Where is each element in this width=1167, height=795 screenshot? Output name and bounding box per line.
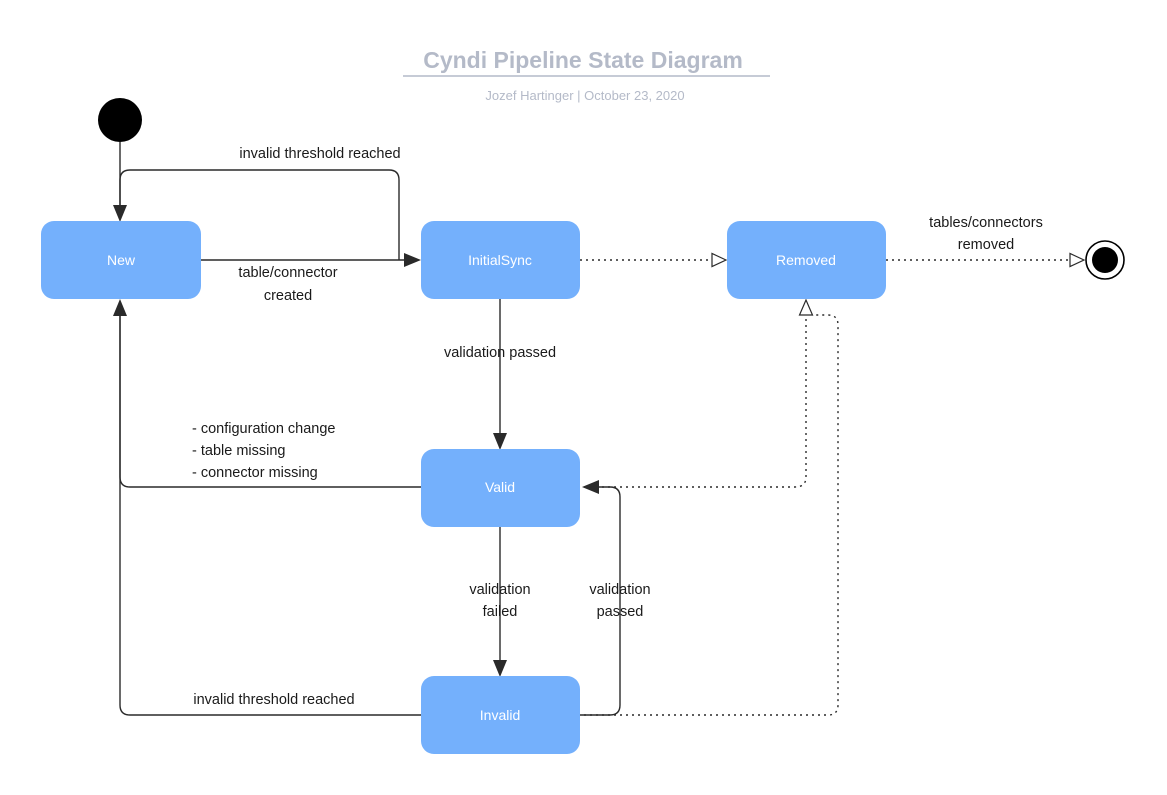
- arrowhead-icon: [113, 205, 127, 222]
- edge-label-tables-connectors-removed-line1: tables/connectors: [929, 215, 1043, 231]
- edge-label-invalid-threshold-bottom: invalid threshold reached: [193, 692, 354, 708]
- state-box-initialsync[interactable]: [421, 221, 580, 299]
- state-node-removed[interactable]: Removed: [727, 221, 886, 299]
- edge-valid-to-invalid: validation failed: [469, 527, 531, 677]
- edge-valid-to-removed: [584, 298, 814, 488]
- page-title: Cyndi Pipeline State Diagram: [423, 47, 743, 73]
- state-label-removed: Removed: [776, 252, 836, 268]
- edge-label-invalid-threshold-top: invalid threshold reached: [239, 146, 400, 162]
- state-node-valid[interactable]: Valid: [421, 449, 580, 527]
- edge-label-table-connector-created-line2: created: [264, 288, 312, 304]
- arrowhead-hollow-icon: [711, 252, 728, 268]
- initial-state-node[interactable]: [98, 98, 142, 142]
- page-subtitle: Jozef Hartinger | October 23, 2020: [485, 88, 684, 103]
- edge-invalid-to-new-bottom: invalid threshold reached: [119, 309, 421, 716]
- edge-initialsync-to-removed: [580, 252, 728, 268]
- edge-new-to-initialsync: table/connector created: [201, 253, 421, 304]
- edge-initialsync-to-valid: validation passed: [444, 299, 556, 450]
- edge-initialsync-to-new-top: invalid threshold reached: [119, 146, 401, 260]
- state-box-invalid[interactable]: [421, 676, 580, 754]
- state-box-new[interactable]: [41, 221, 201, 299]
- arrowhead-icon: [493, 433, 507, 450]
- arrowhead-icon: [113, 299, 127, 316]
- state-box-valid[interactable]: [421, 449, 580, 527]
- final-state-node[interactable]: [1085, 240, 1125, 280]
- state-node-invalid[interactable]: Invalid: [421, 676, 580, 754]
- arrowhead-icon: [493, 660, 507, 677]
- edge-label-validation-passed-main: validation passed: [444, 345, 556, 361]
- edge-label-tables-connectors-removed-line2: removed: [958, 237, 1014, 253]
- state-label-initialsync: InitialSync: [468, 252, 532, 268]
- edge-label-config-change-line3: - connector missing: [192, 465, 318, 481]
- edge-label-table-connector-created-line1: table/connector: [238, 265, 337, 281]
- edge-label-config-change-line1: - configuration change: [192, 421, 336, 437]
- diagram-header: Cyndi Pipeline State Diagram Jozef Harti…: [403, 47, 770, 103]
- arrowhead-hollow-icon: [798, 298, 814, 316]
- final-state-dot: [1092, 247, 1118, 273]
- edge-removed-to-final: tables/connectors removed: [886, 215, 1086, 268]
- state-label-invalid: Invalid: [480, 707, 520, 723]
- state-node-new[interactable]: New: [41, 221, 201, 299]
- state-node-initialsync[interactable]: InitialSync: [421, 221, 580, 299]
- edge-label-config-change-line2: - table missing: [192, 443, 285, 459]
- arrowhead-icon: [404, 253, 421, 267]
- edge-label-validation-passed-back-line1: validation: [589, 582, 650, 598]
- edge-valid-to-new: - configuration change - table missing -…: [113, 299, 421, 488]
- edge-invalid-to-removed: [584, 314, 839, 716]
- edge-label-validation-passed-back-line2: passed: [597, 604, 644, 620]
- state-label-new: New: [107, 252, 136, 268]
- arrowhead-hollow-icon: [1069, 252, 1086, 268]
- state-box-removed[interactable]: [727, 221, 886, 299]
- edge-label-validation-failed-line2: failed: [483, 604, 518, 620]
- edge-invalid-to-valid: validation passed: [580, 480, 651, 716]
- edge-label-validation-failed-line1: validation: [469, 582, 530, 598]
- state-label-valid: Valid: [485, 479, 515, 495]
